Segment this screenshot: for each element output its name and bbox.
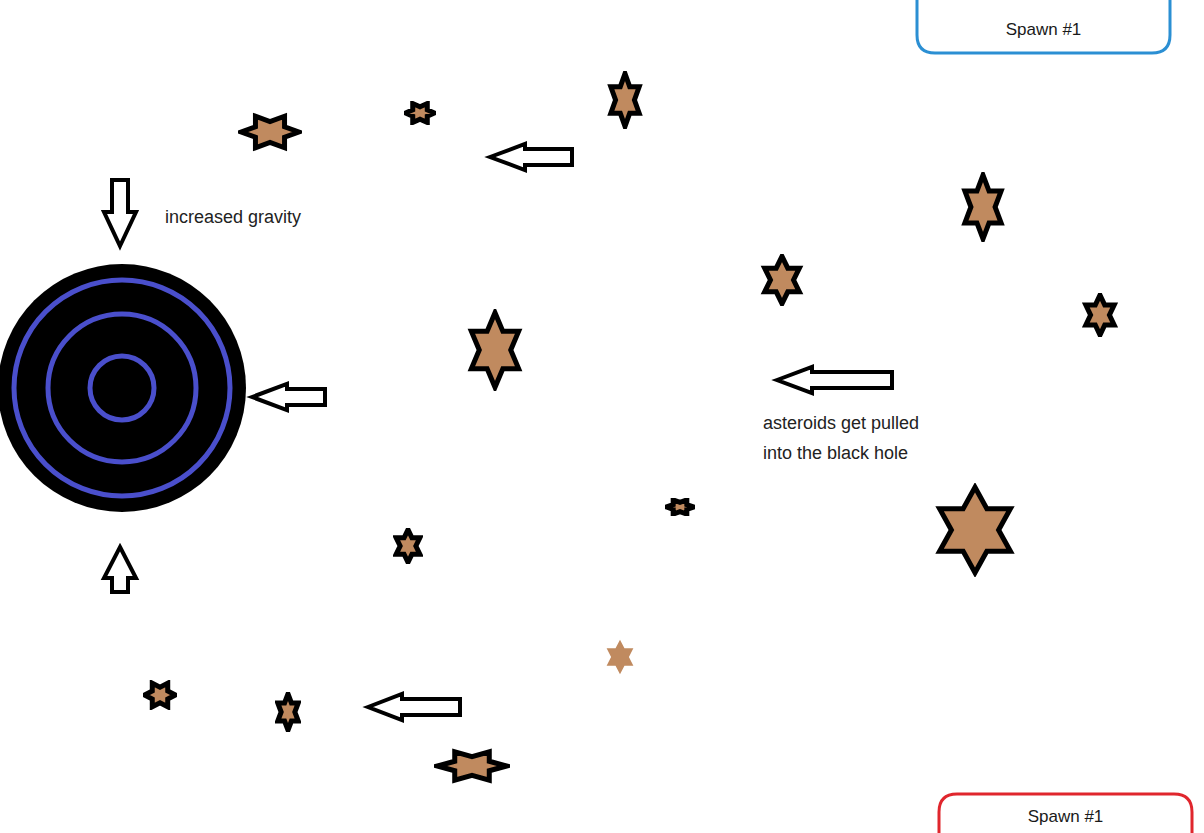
map-note: asteroids get pulled into the black hole: [763, 408, 948, 468]
spawn-zone: Spawn #1: [915, 0, 1172, 55]
spawn-label: Spawn #1: [937, 807, 1194, 827]
black-hole: [0, 264, 246, 512]
map-note: increased gravity: [165, 202, 301, 232]
spawn-label: Spawn #1: [915, 20, 1172, 40]
spawn-zone: Spawn #1: [937, 792, 1194, 833]
asteroids: [145, 74, 1115, 781]
